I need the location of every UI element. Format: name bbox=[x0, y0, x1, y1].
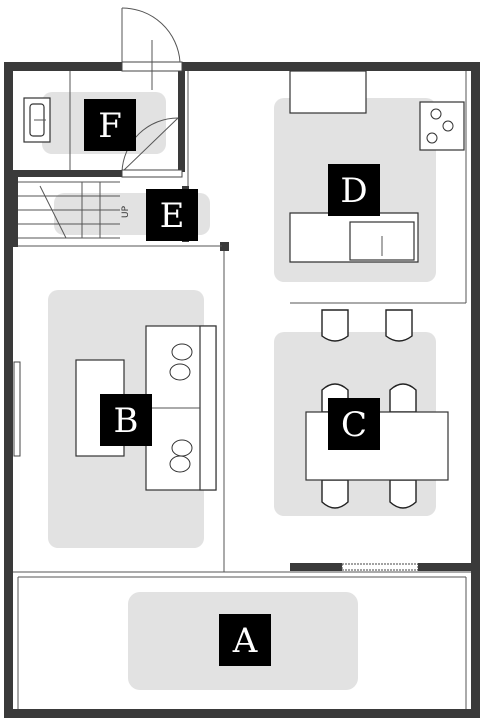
stove bbox=[419, 101, 465, 151]
zone-tag-d: D bbox=[328, 164, 380, 216]
zone-tag-b: B bbox=[100, 394, 152, 446]
kitchen-shelf bbox=[289, 70, 367, 114]
wall-right bbox=[471, 62, 480, 718]
wall-bottom bbox=[4, 709, 480, 718]
svg-text:A: A bbox=[232, 621, 258, 661]
zone-tag-e: E bbox=[146, 189, 198, 241]
wall-top-right bbox=[182, 62, 480, 71]
terrace-window bbox=[341, 563, 419, 571]
zone-tag-a: A bbox=[219, 614, 271, 666]
svg-text:C: C bbox=[341, 405, 367, 445]
wall-toilet-bottom bbox=[4, 170, 122, 177]
cushion-icons bbox=[169, 343, 193, 473]
burner-icon bbox=[426, 108, 454, 144]
zone-tag-c: C bbox=[328, 398, 380, 450]
wall-left bbox=[4, 62, 13, 718]
wall-terrace-left bbox=[290, 563, 342, 571]
svg-text:D: D bbox=[340, 171, 367, 211]
stair-up-mark: UP bbox=[121, 205, 131, 218]
svg-text:E: E bbox=[160, 196, 185, 236]
svg-text:F: F bbox=[98, 106, 122, 146]
wall-terrace-right bbox=[418, 563, 471, 571]
zone-tag-f: F bbox=[84, 99, 136, 151]
stairs: UP bbox=[18, 181, 131, 239]
wall-stair-left bbox=[13, 177, 18, 247]
left-window bbox=[13, 361, 21, 457]
wall-toilet-right bbox=[178, 62, 185, 172]
svg-text:B: B bbox=[114, 401, 139, 441]
post bbox=[220, 242, 229, 251]
wall-top-left bbox=[4, 62, 122, 71]
